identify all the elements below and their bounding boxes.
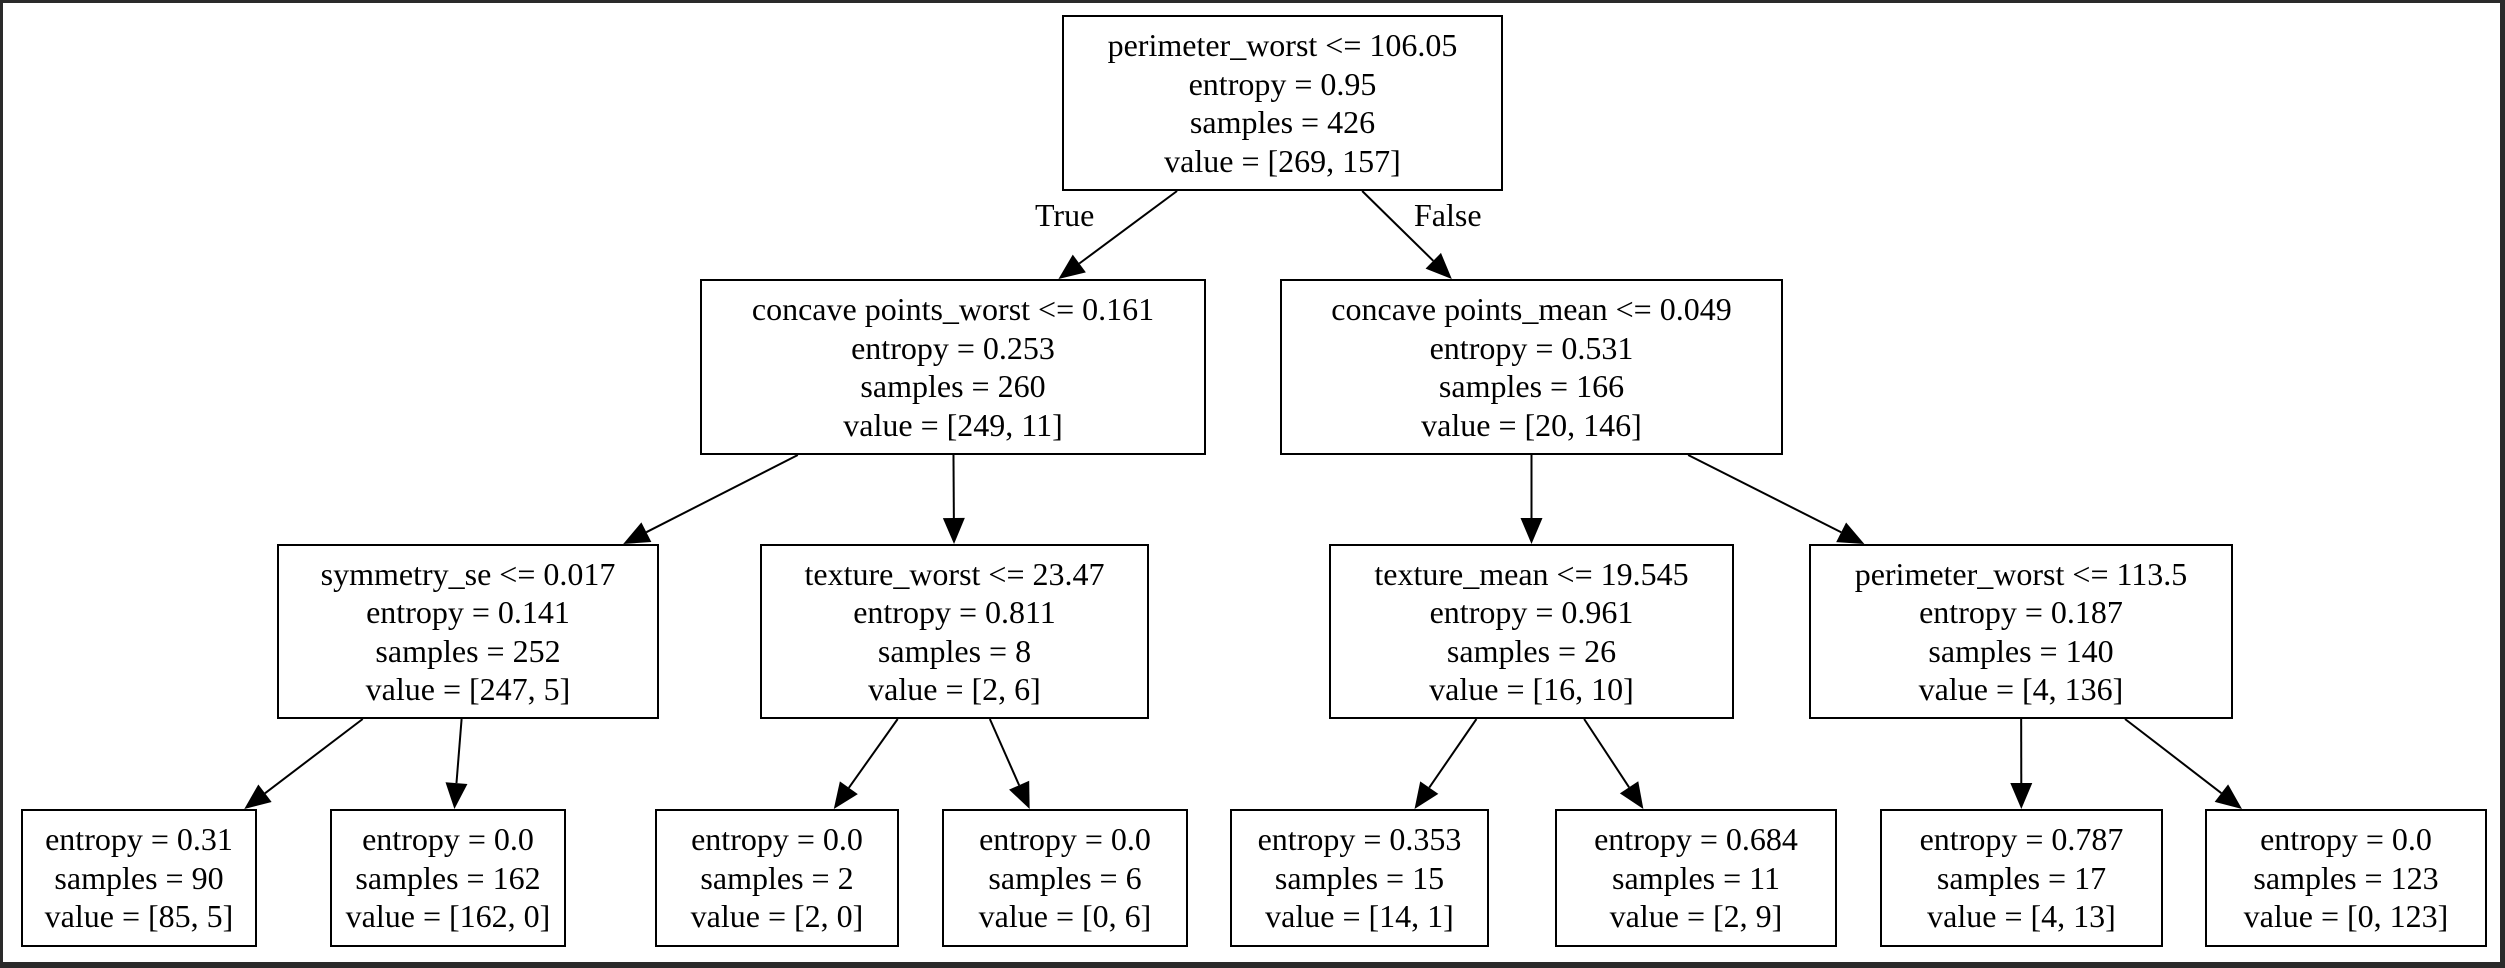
- node-entropy: entropy = 0.141: [366, 594, 570, 630]
- tree-edge-arrowhead: [623, 522, 652, 544]
- node-value: value = [16, 10]: [1429, 671, 1634, 707]
- node-samples: samples = 90: [54, 859, 224, 896]
- tree-edge-line: [264, 718, 364, 795]
- tree-node-root: perimeter_worst <= 106.05 entropy = 0.95…: [1062, 15, 1503, 191]
- node-entropy: entropy = 0.253: [851, 329, 1055, 366]
- node-split-label: texture_mean <= 19.545: [1374, 555, 1689, 592]
- node-value: value = [269, 157]: [1164, 142, 1401, 179]
- node-entropy: entropy = 0.0: [691, 821, 863, 858]
- node-entropy: entropy = 0.0: [362, 821, 534, 858]
- node-split-label: perimeter_worst <= 113.5: [1854, 555, 2188, 592]
- node-value: value = [0, 123]: [2243, 898, 2449, 935]
- node-samples: samples = 260: [860, 368, 1046, 404]
- tree-node-internal: texture_mean <= 19.545 entropy = 0.961 s…: [1329, 544, 1734, 719]
- tree-edge-arrowhead: [1425, 252, 1452, 279]
- tree-node-internal: concave points_worst <= 0.161 entropy = …: [700, 279, 1206, 455]
- tree-edges: [244, 190, 2242, 809]
- tree-leaf: entropy = 0.0 samples = 2 value = [2, 0]: [655, 809, 899, 947]
- edge-label-false: False: [1414, 197, 1482, 233]
- node-samples: samples = 166: [1438, 368, 1625, 404]
- tree-edge-arrowhead: [1058, 254, 1086, 279]
- tree-node-internal: concave points_mean <= 0.049 entropy = 0…: [1280, 279, 1783, 455]
- tree-edge-arrowhead: [1619, 781, 1644, 809]
- tree-edge-line: [455, 718, 463, 784]
- node-value: value = [2, 9]: [1609, 898, 1783, 935]
- node-entropy: entropy = 0.0: [2260, 821, 2432, 858]
- node-entropy: entropy = 0.787: [1919, 821, 2124, 858]
- node-samples: samples = 11: [1612, 859, 1780, 896]
- node-samples: samples = 2: [700, 859, 854, 896]
- node-samples: samples = 426: [1189, 104, 1376, 140]
- tree-edge-arrowhead: [2214, 784, 2242, 809]
- node-samples: samples = 140: [1928, 632, 2114, 669]
- tree-edge-arrowhead: [1836, 522, 1865, 544]
- tree-leaf: entropy = 0.353 samples = 15 value = [14…: [1230, 809, 1489, 947]
- node-split-label: texture_worst <= 23.47: [804, 555, 1105, 592]
- tree-leaf: entropy = 0.684 samples = 11 value = [2,…: [1555, 809, 1837, 947]
- node-samples: samples = 17: [1936, 859, 2107, 896]
- node-entropy: entropy = 0.31: [45, 821, 233, 858]
- tree-leaf: entropy = 0.787 samples = 17 value = [4,…: [1880, 809, 2163, 947]
- node-entropy: entropy = 0.961: [1429, 594, 1634, 630]
- tree-edge-line: [2124, 718, 2223, 794]
- node-value: value = [0, 6]: [978, 898, 1152, 935]
- tree-leaf: entropy = 0.31 samples = 90 value = [85,…: [21, 809, 257, 947]
- node-samples: samples = 6: [988, 859, 1142, 896]
- node-entropy: entropy = 0.353: [1257, 821, 1462, 858]
- tree-edge-arrowhead: [942, 517, 965, 544]
- node-split-label: symmetry_se <= 0.017: [320, 555, 616, 592]
- node-entropy: entropy = 0.684: [1594, 821, 1798, 858]
- tree-edge-line: [1078, 190, 1178, 265]
- node-split-label: perimeter_worst <= 106.05: [1107, 27, 1458, 63]
- node-value: value = [2, 6]: [868, 671, 1041, 707]
- node-value: value = [85, 5]: [44, 898, 234, 935]
- tree-leaf: entropy = 0.0 samples = 6 value = [0, 6]: [942, 809, 1188, 947]
- tree-edge-arrowhead: [1414, 781, 1439, 809]
- node-value: value = [247, 5]: [365, 671, 571, 707]
- tree-node-internal: symmetry_se <= 0.017 entropy = 0.141 sam…: [277, 544, 659, 719]
- decision-tree-canvas: perimeter_worst <= 106.05 entropy = 0.95…: [3, 3, 2500, 962]
- node-samples: samples = 252: [375, 632, 561, 669]
- tree-edge-line: [645, 454, 799, 534]
- tree-edge-arrowhead: [1520, 518, 1543, 544]
- node-value: value = [249, 11]: [843, 406, 1063, 443]
- node-value: value = [14, 1]: [1265, 898, 1454, 935]
- node-split-label: concave points_mean <= 0.049: [1331, 291, 1732, 327]
- node-value: value = [2, 0]: [690, 898, 864, 935]
- node-value: value = [4, 13]: [1927, 898, 2116, 935]
- node-entropy: entropy = 0.95: [1188, 65, 1377, 102]
- tree-node-internal: texture_worst <= 23.47 entropy = 0.811 s…: [760, 544, 1149, 719]
- node-samples: samples = 8: [877, 632, 1032, 669]
- edge-label-true: True: [1035, 197, 1095, 233]
- node-entropy: entropy = 0.811: [853, 594, 1056, 630]
- tree-leaf: entropy = 0.0 samples = 123 value = [0, …: [2205, 809, 2487, 947]
- node-value: value = [162, 0]: [345, 898, 551, 935]
- node-samples: samples = 26: [1446, 632, 1617, 669]
- node-value: value = [4, 136]: [1918, 671, 2124, 707]
- tree-edge-arrowhead: [244, 784, 272, 809]
- tree-leaf: entropy = 0.0 samples = 162 value = [162…: [330, 809, 566, 947]
- tree-edge-line: [848, 718, 899, 789]
- tree-edge-line: [1583, 718, 1630, 788]
- node-entropy: entropy = 0.187: [1919, 594, 2123, 630]
- node-samples: samples = 162: [355, 859, 541, 896]
- node-entropy: entropy = 0.531: [1429, 329, 1634, 366]
- node-value: value = [20, 146]: [1421, 406, 1642, 443]
- tree-edge-line: [1428, 718, 1478, 789]
- node-samples: samples = 15: [1274, 859, 1445, 896]
- node-split-label: concave points_worst <= 0.161: [751, 291, 1155, 327]
- tree-edge-arrowhead: [2010, 782, 2033, 809]
- tree-node-internal: perimeter_worst <= 113.5 entropy = 0.187…: [1809, 544, 2233, 719]
- tree-edge-arrowhead: [833, 781, 858, 809]
- tree-edge-arrowhead: [445, 782, 468, 809]
- tree-edge-line: [1361, 190, 1434, 262]
- node-entropy: entropy = 0.0: [979, 821, 1151, 858]
- node-samples: samples = 123: [2253, 859, 2439, 896]
- tree-edge-line: [988, 718, 1021, 786]
- tree-edge-line: [1687, 454, 1842, 534]
- tree-edge-arrowhead: [1009, 780, 1030, 809]
